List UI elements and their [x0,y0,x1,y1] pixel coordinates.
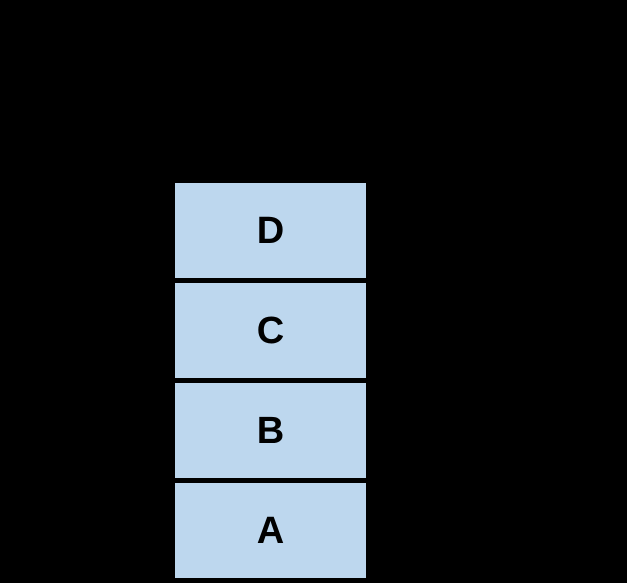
stack-box-label: D [256,209,285,252]
stack-box-c: C [175,283,366,378]
stack-box-d: D [175,183,366,278]
stack-box-label: A [256,509,285,552]
stack-box-a: A [175,483,366,578]
stack-box-label: B [256,409,285,452]
stack-diagram: D C B A [175,183,366,578]
stack-box-label: C [256,309,285,352]
stack-box-b: B [175,383,366,478]
